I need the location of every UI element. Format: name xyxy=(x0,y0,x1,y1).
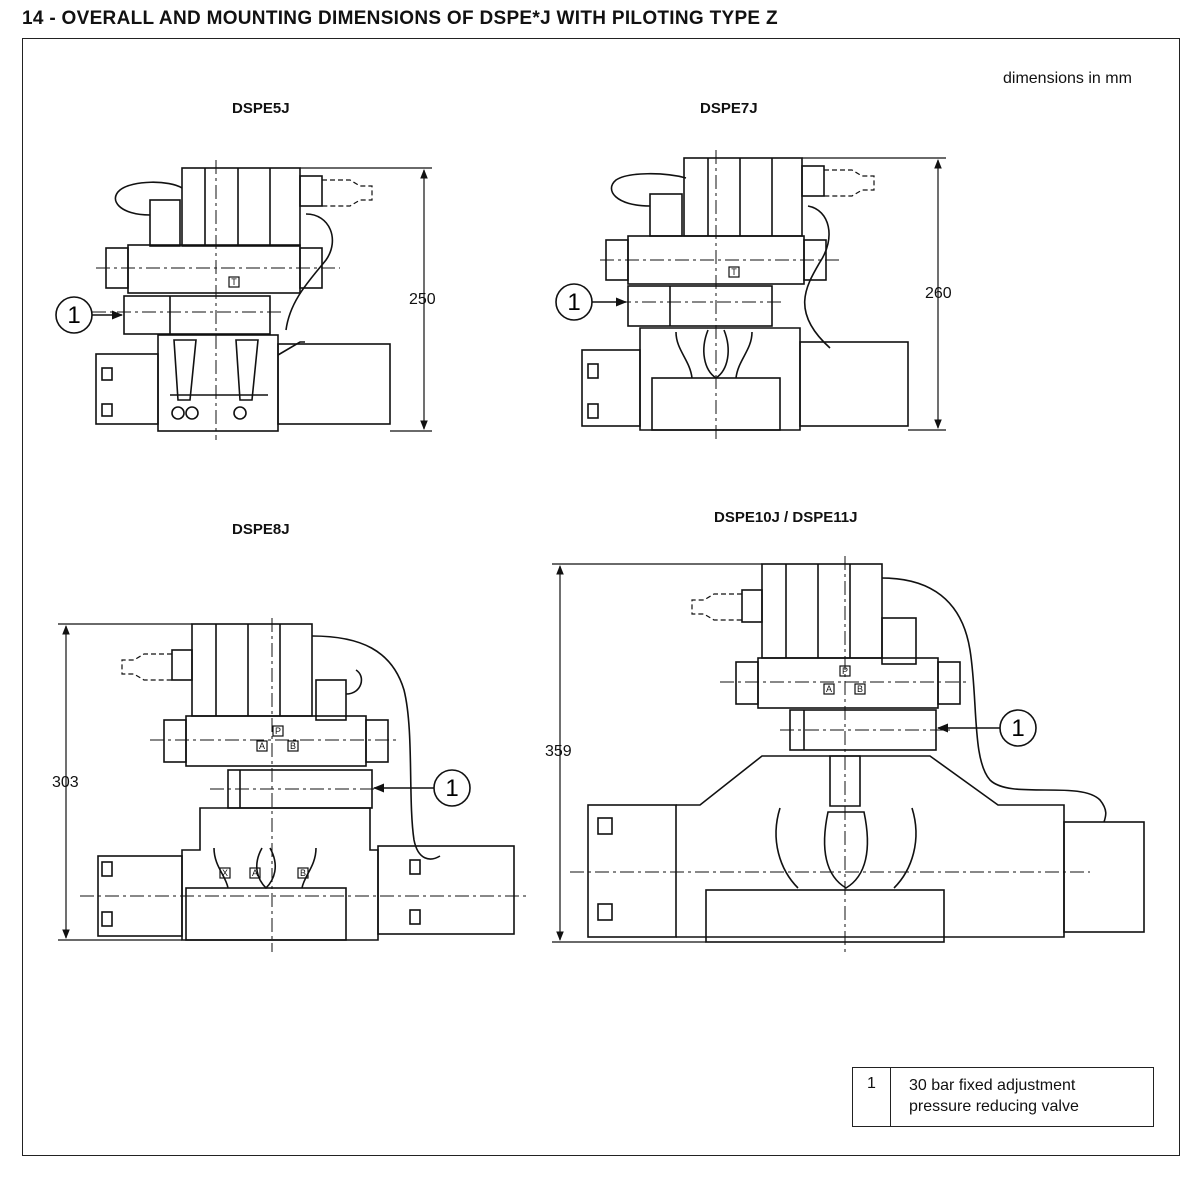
model-label-dspe5j: DSPE5J xyxy=(232,100,290,117)
dim-line-dspe5j xyxy=(300,167,432,432)
drawing-dspe8j xyxy=(80,618,530,952)
legend-item-number: 1 xyxy=(853,1068,891,1126)
port-label-b: B xyxy=(290,741,296,751)
drawing-frame xyxy=(22,38,1180,1156)
callout-dspe5j: 1 xyxy=(55,296,124,334)
model-label-dspe10j-11j: DSPE10J / DSPE11J xyxy=(714,509,858,526)
port-label-p: P xyxy=(275,726,281,736)
model-label-dspe7j: DSPE7J xyxy=(700,100,758,117)
callout-dspe10j-11j: 1 xyxy=(936,709,1037,747)
callout-dspe7j: 1 xyxy=(555,283,628,321)
model-label-dspe8j: DSPE8J xyxy=(232,521,290,538)
callout-number: 1 xyxy=(67,302,80,329)
port-label-p: P xyxy=(842,666,848,676)
port-label-b: B xyxy=(857,684,863,694)
drawing-dspe7j xyxy=(581,150,909,440)
drawing-dspe5j xyxy=(92,160,391,440)
legend-text-line1: 30 bar fixed adjustment xyxy=(909,1077,1076,1094)
units-note: dimensions in mm xyxy=(1003,70,1132,87)
drawing-dspe10j-11j xyxy=(570,556,1145,952)
callout-dspe8j: 1 xyxy=(372,769,471,807)
callout-number: 1 xyxy=(445,775,458,802)
legend-text-line2: pressure reducing valve xyxy=(909,1098,1079,1115)
port-labels: T T P A B X A B P A B xyxy=(222,267,863,878)
port-label-a: A xyxy=(259,741,265,751)
callout-number: 1 xyxy=(1011,715,1024,742)
dim-line-dspe10j-11j xyxy=(552,563,762,943)
port-label-t: T xyxy=(231,277,237,287)
port-label-a: A xyxy=(826,684,832,694)
port-label-a: A xyxy=(252,868,258,878)
callout-number: 1 xyxy=(567,289,580,316)
page-title: 14 - OVERALL AND MOUNTING DIMENSIONS OF … xyxy=(22,8,778,29)
port-label-t: T xyxy=(731,267,737,277)
legend-table: 1 30 bar fixed adjustment pressure reduc… xyxy=(852,1067,1154,1127)
dim-line-dspe8j xyxy=(58,623,192,941)
legend-item-text: 30 bar fixed adjustment pressure reducin… xyxy=(909,1075,1149,1117)
port-label-x: X xyxy=(222,868,228,878)
port-label-b: B xyxy=(300,868,306,878)
dim-line-dspe7j xyxy=(802,157,946,431)
